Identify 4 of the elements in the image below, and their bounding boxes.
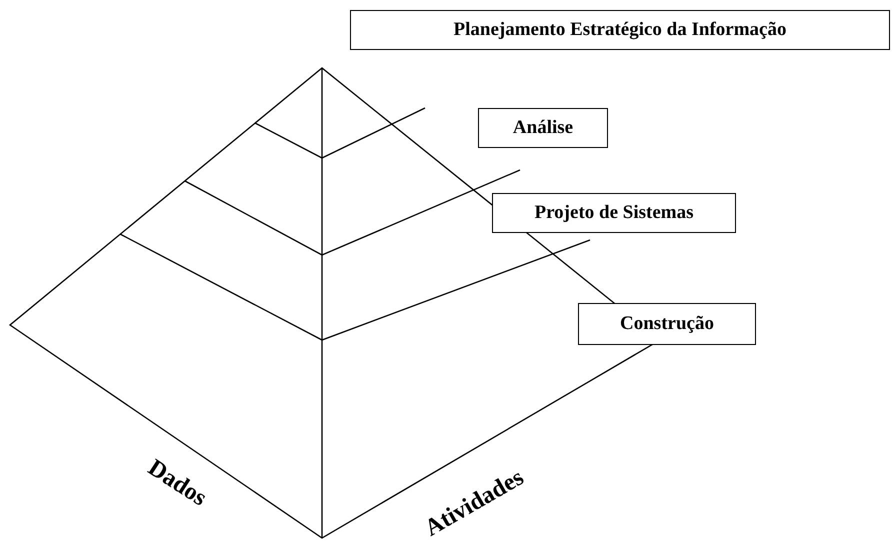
label-box: Construção — [578, 303, 756, 345]
label-box: Análise — [478, 108, 608, 148]
label-box: Planejamento Estratégico da Informação — [350, 10, 890, 50]
label-box: Projeto de Sistemas — [492, 193, 736, 233]
